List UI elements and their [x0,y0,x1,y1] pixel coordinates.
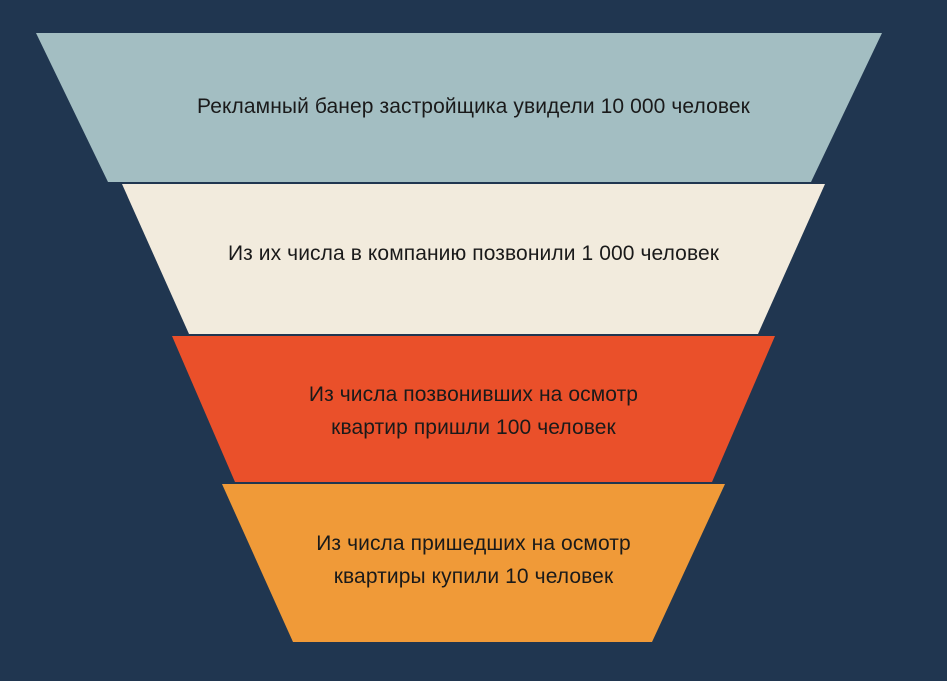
funnel-label-stage-1: Рекламный банер застройщика увидели 10 0… [197,95,750,118]
funnel-segment-stage-2 [122,184,825,334]
funnel-segment-stage-3 [172,336,775,482]
funnel-segment-stage-4 [222,484,725,642]
funnel-segment-stage-1 [36,33,882,182]
funnel-label-stage-4: Из числа пришедших на осмотр квартиры ку… [316,532,631,588]
funnel-label-stage-2: Из их числа в компанию позвонили 1 000 ч… [227,242,720,265]
funnel-label-stage-3: Из числа позвонивших на осмотр квартир п… [308,383,639,439]
